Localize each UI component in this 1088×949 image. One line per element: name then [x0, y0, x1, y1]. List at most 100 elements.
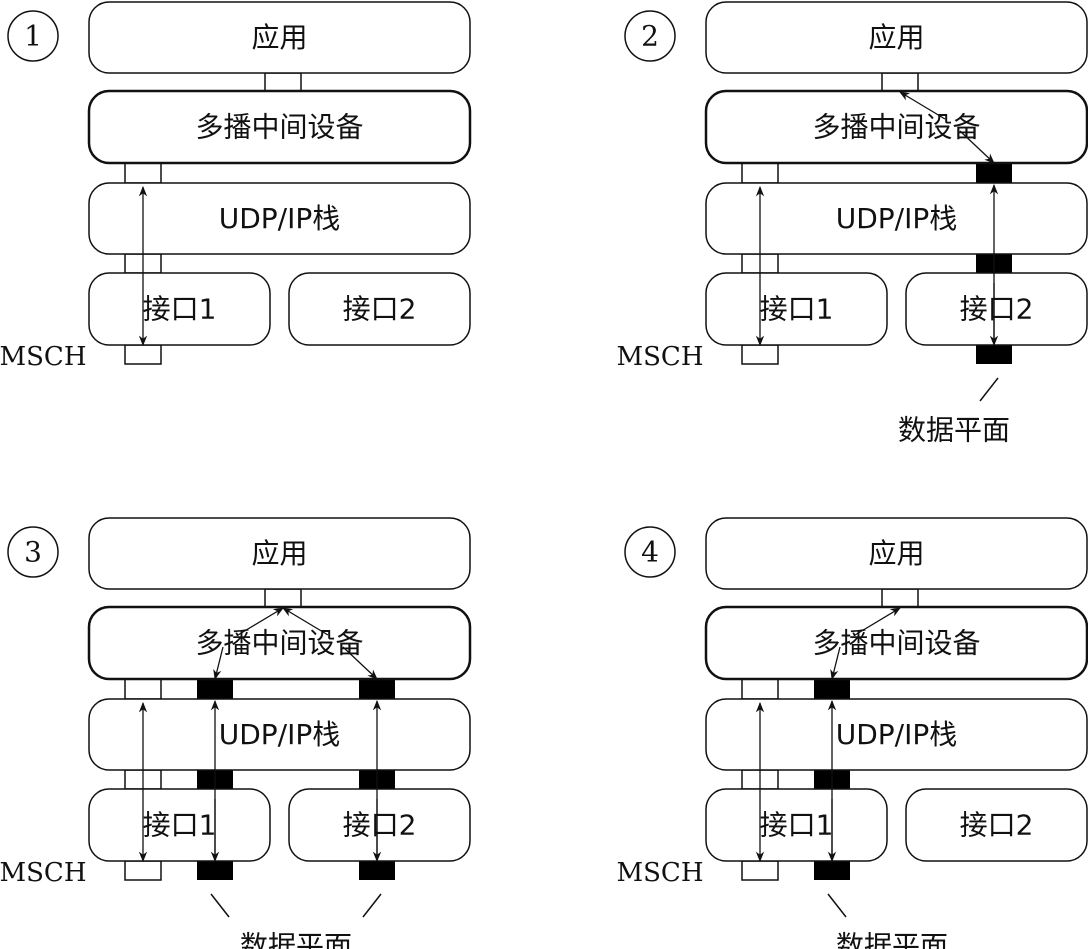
msch-port-upper [741, 162, 779, 184]
interface-1-label: 接口1 [760, 809, 834, 842]
udp-ip-stack-layer-label: UDP/IP栈 [836, 202, 958, 235]
udp-ip-stack-layer-label: UDP/IP栈 [836, 718, 958, 751]
data-plane-callout-line-iface1 [210, 893, 230, 918]
mw-to-port-arrow-iface2 [342, 646, 378, 680]
app-layer-frame [705, 517, 1088, 590]
interface-2-frame [288, 272, 471, 346]
udp-ip-stack-layer-label: UDP/IP栈 [219, 202, 341, 235]
multicast-middleware-layer-frame [704, 605, 1088, 681]
interface-1-frame [705, 788, 888, 862]
app-layer-frame [88, 1, 471, 74]
multicast-middleware-layer-frame [704, 89, 1088, 165]
udp-ip-stack-layer-frame [88, 182, 471, 255]
step-number: 1 [24, 20, 42, 53]
data-port-iface1-upper [814, 679, 850, 699]
mw-to-app-arrow-iface1 [237, 607, 284, 636]
mw-to-app-arrow-iface1 [854, 607, 901, 636]
msch-label: MSCH [0, 342, 87, 372]
multicast-middleware-layer-label: 多播中间设备 [812, 627, 980, 660]
data-port-iface2-bottom [359, 861, 395, 880]
step-number: 2 [641, 20, 659, 53]
data-plane-callout-line-iface1 [827, 893, 847, 918]
app-layer: 应用 [88, 1, 471, 74]
msch-label: MSCH [0, 858, 87, 888]
interface-2: 接口2 [905, 272, 1088, 346]
step-number-badge: 2 [624, 10, 676, 62]
multicast-middleware-layer-frame [87, 605, 472, 681]
data-port-iface2-upper [359, 679, 395, 699]
multicast-middleware-layer: 多播中间设备 [87, 605, 472, 681]
interface-1: 接口1 [88, 272, 271, 346]
multicast-middleware-layer-frame [87, 89, 472, 165]
step-circle [7, 10, 59, 62]
mw-to-port-arrow-iface2 [959, 130, 995, 164]
msch-port-bottom [741, 344, 779, 365]
multicast-middleware-layer-label: 多播中间设备 [812, 111, 980, 144]
interface-1-frame [88, 788, 271, 862]
data-port-iface1-bottom [814, 861, 850, 880]
interface-2-label: 接口2 [343, 293, 417, 326]
app-layer-label: 应用 [251, 21, 307, 54]
interface-2: 接口2 [288, 272, 471, 346]
data-plane-label: 数据平面 [836, 930, 948, 949]
multicast-middleware-layer: 多播中间设备 [87, 89, 472, 165]
step-circle [624, 526, 676, 578]
msch-label: MSCH [616, 342, 703, 372]
udp-ip-stack-layer: UDP/IP栈 [88, 698, 471, 771]
interface-2-label: 接口2 [960, 809, 1034, 842]
step-number-badge: 4 [624, 526, 676, 578]
multicast-middleware-layer-label: 多播中间设备 [195, 111, 363, 144]
step-number: 4 [641, 536, 659, 569]
data-port-iface2-bottom [976, 345, 1012, 364]
udp-ip-stack-layer: UDP/IP栈 [88, 182, 471, 255]
app-layer-frame [705, 1, 1088, 74]
interface-2-label: 接口2 [960, 293, 1034, 326]
udp-ip-stack-layer-label: UDP/IP栈 [219, 718, 341, 751]
app-port [881, 72, 919, 92]
data-port-iface2-upper [976, 163, 1012, 183]
msch-port-bottom [741, 860, 779, 881]
app-layer-label: 应用 [868, 537, 924, 570]
msch-port-bottom [124, 860, 162, 881]
interface-1: 接口1 [705, 788, 888, 862]
msch-label: MSCH [616, 858, 703, 888]
mw-to-port-arrow-iface1 [830, 646, 841, 681]
interface-2-frame [905, 788, 1088, 862]
data-port-iface1-upper [197, 679, 233, 699]
step-number-badge: 1 [7, 10, 59, 62]
interface-1-label: 接口1 [143, 809, 217, 842]
app-port [264, 588, 302, 608]
interface-1-label: 接口1 [143, 293, 217, 326]
udp-ip-stack-layer: UDP/IP栈 [705, 698, 1088, 771]
mw-to-app-arrow-iface2 [282, 607, 329, 636]
multicast-middleware-layer: 多播中间设备 [704, 89, 1088, 165]
app-layer-label: 应用 [251, 537, 307, 570]
multicast-middleware-layer: 多播中间设备 [704, 605, 1088, 681]
app-layer: 应用 [705, 517, 1088, 590]
interface-1-frame [705, 272, 888, 346]
interface-2-label: 接口2 [343, 809, 417, 842]
interface-1: 接口1 [705, 272, 888, 346]
udp-ip-stack-layer-frame [88, 698, 471, 771]
udp-ip-stack-layer-frame [705, 182, 1088, 255]
msch-port-upper [124, 678, 162, 700]
msch-port-bottom [124, 344, 162, 365]
data-plane-callout-line-iface2 [362, 893, 382, 918]
step-circle [7, 526, 59, 578]
mw-to-port-arrow-iface1 [213, 646, 224, 681]
msch-port-upper [124, 162, 162, 184]
interface-2: 接口2 [288, 788, 471, 862]
app-port [881, 588, 919, 608]
interface-1-label: 接口1 [760, 293, 834, 326]
data-port-iface1-bottom [197, 861, 233, 880]
data-plane-label: 数据平面 [898, 414, 1010, 447]
udp-ip-stack-layer-frame [705, 698, 1088, 771]
app-layer-label: 应用 [868, 21, 924, 54]
multicast-middleware-layer-label: 多播中间设备 [195, 627, 363, 660]
app-layer: 应用 [88, 517, 471, 590]
interface-1: 接口1 [88, 788, 271, 862]
